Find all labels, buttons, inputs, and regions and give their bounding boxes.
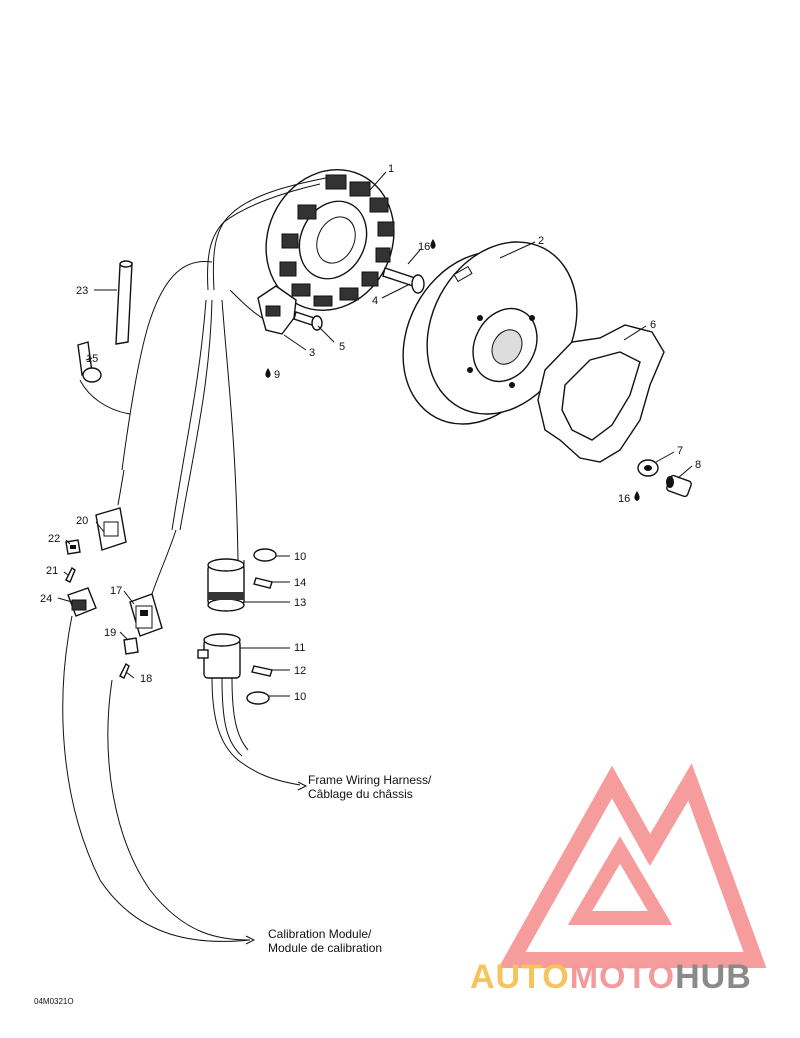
label-part-23: 23 xyxy=(76,285,88,297)
label-part-12: 12 xyxy=(294,665,306,677)
label-part-5: 5 xyxy=(339,341,345,353)
label-part-16-bottom: 16 xyxy=(618,493,630,505)
terminal-14 xyxy=(253,577,273,589)
label-part-22: 22 xyxy=(48,533,60,545)
label-part-20: 20 xyxy=(76,515,88,527)
note-calibration-module-en: Calibration Module/ xyxy=(268,927,372,941)
label-part-17: 17 xyxy=(110,585,122,597)
nut xyxy=(666,474,692,498)
stator-screw xyxy=(382,267,425,294)
connector-17 xyxy=(129,593,163,637)
label-part-1: 1 xyxy=(388,163,394,175)
stator xyxy=(265,168,395,312)
label-part-21: 21 xyxy=(46,565,58,577)
calibration-arrow xyxy=(245,935,256,945)
label-part-7: 7 xyxy=(677,445,683,457)
note-frame-wiring-harness-fr: Câblage du châssis xyxy=(308,787,413,801)
pin-18 xyxy=(119,662,130,679)
pin-21 xyxy=(65,566,76,583)
watermark-logo-icon xyxy=(498,763,767,968)
leader-lines xyxy=(57,171,693,697)
sleeve xyxy=(115,260,133,345)
label-part-16-top: 16 xyxy=(418,241,430,253)
watermark-auto: AUTO xyxy=(470,958,570,996)
label-part-6: 6 xyxy=(650,319,656,331)
label-part-9: 9 xyxy=(274,369,280,381)
label-part-15: 15 xyxy=(86,353,98,365)
seal-10-bottom xyxy=(246,691,270,705)
diagram-code: 04M0321O xyxy=(34,997,74,1006)
frame-harness-wire xyxy=(211,677,301,786)
label-part-24: 24 xyxy=(40,593,52,605)
label-part-4: 4 xyxy=(372,295,378,307)
label-part-10-bottom: 10 xyxy=(294,691,306,703)
label-part-13: 13 xyxy=(294,597,306,609)
note-calibration-module-fr: Module de calibration xyxy=(268,941,382,955)
connector-11 xyxy=(197,633,241,679)
label-part-11: 11 xyxy=(294,642,305,654)
note-frame-wiring-harness-en: Frame Wiring Harness/ xyxy=(308,773,432,787)
starter-ring xyxy=(537,324,665,463)
flywheel xyxy=(402,241,578,425)
sensor-connector xyxy=(95,507,127,551)
bracket-screw xyxy=(293,311,323,331)
watermark-text: AUTOMOTOHUB xyxy=(470,958,752,996)
label-part-18: 18 xyxy=(140,673,152,685)
drop-icon-16-top xyxy=(430,239,436,249)
cable-tie xyxy=(77,341,102,383)
label-part-3: 3 xyxy=(309,347,315,359)
calibration-wire-2 xyxy=(107,679,251,941)
drop-icon-16-bottom xyxy=(634,491,640,501)
stator-harness xyxy=(149,177,327,601)
frame-harness-arrow xyxy=(297,781,308,791)
label-part-14: 14 xyxy=(294,577,306,589)
sensor-harness xyxy=(121,260,213,471)
label-part-19: 19 xyxy=(104,627,116,639)
seal-10-top xyxy=(253,548,277,562)
label-part-8: 8 xyxy=(695,459,701,471)
connector-24 xyxy=(67,587,97,617)
terminal-12 xyxy=(251,665,273,677)
sensor-wire xyxy=(117,469,125,506)
drop-icon-9 xyxy=(265,368,271,378)
terminal-19 xyxy=(123,637,139,655)
washer-hole xyxy=(644,465,652,471)
label-part-2: 2 xyxy=(538,235,544,247)
connector-13 xyxy=(207,558,245,612)
watermark-hub: HUB xyxy=(675,958,752,996)
bracket xyxy=(257,285,297,335)
label-part-10-top: 10 xyxy=(294,551,306,563)
calibration-wire-1 xyxy=(62,615,251,942)
watermark-moto: MOTO xyxy=(570,958,675,996)
